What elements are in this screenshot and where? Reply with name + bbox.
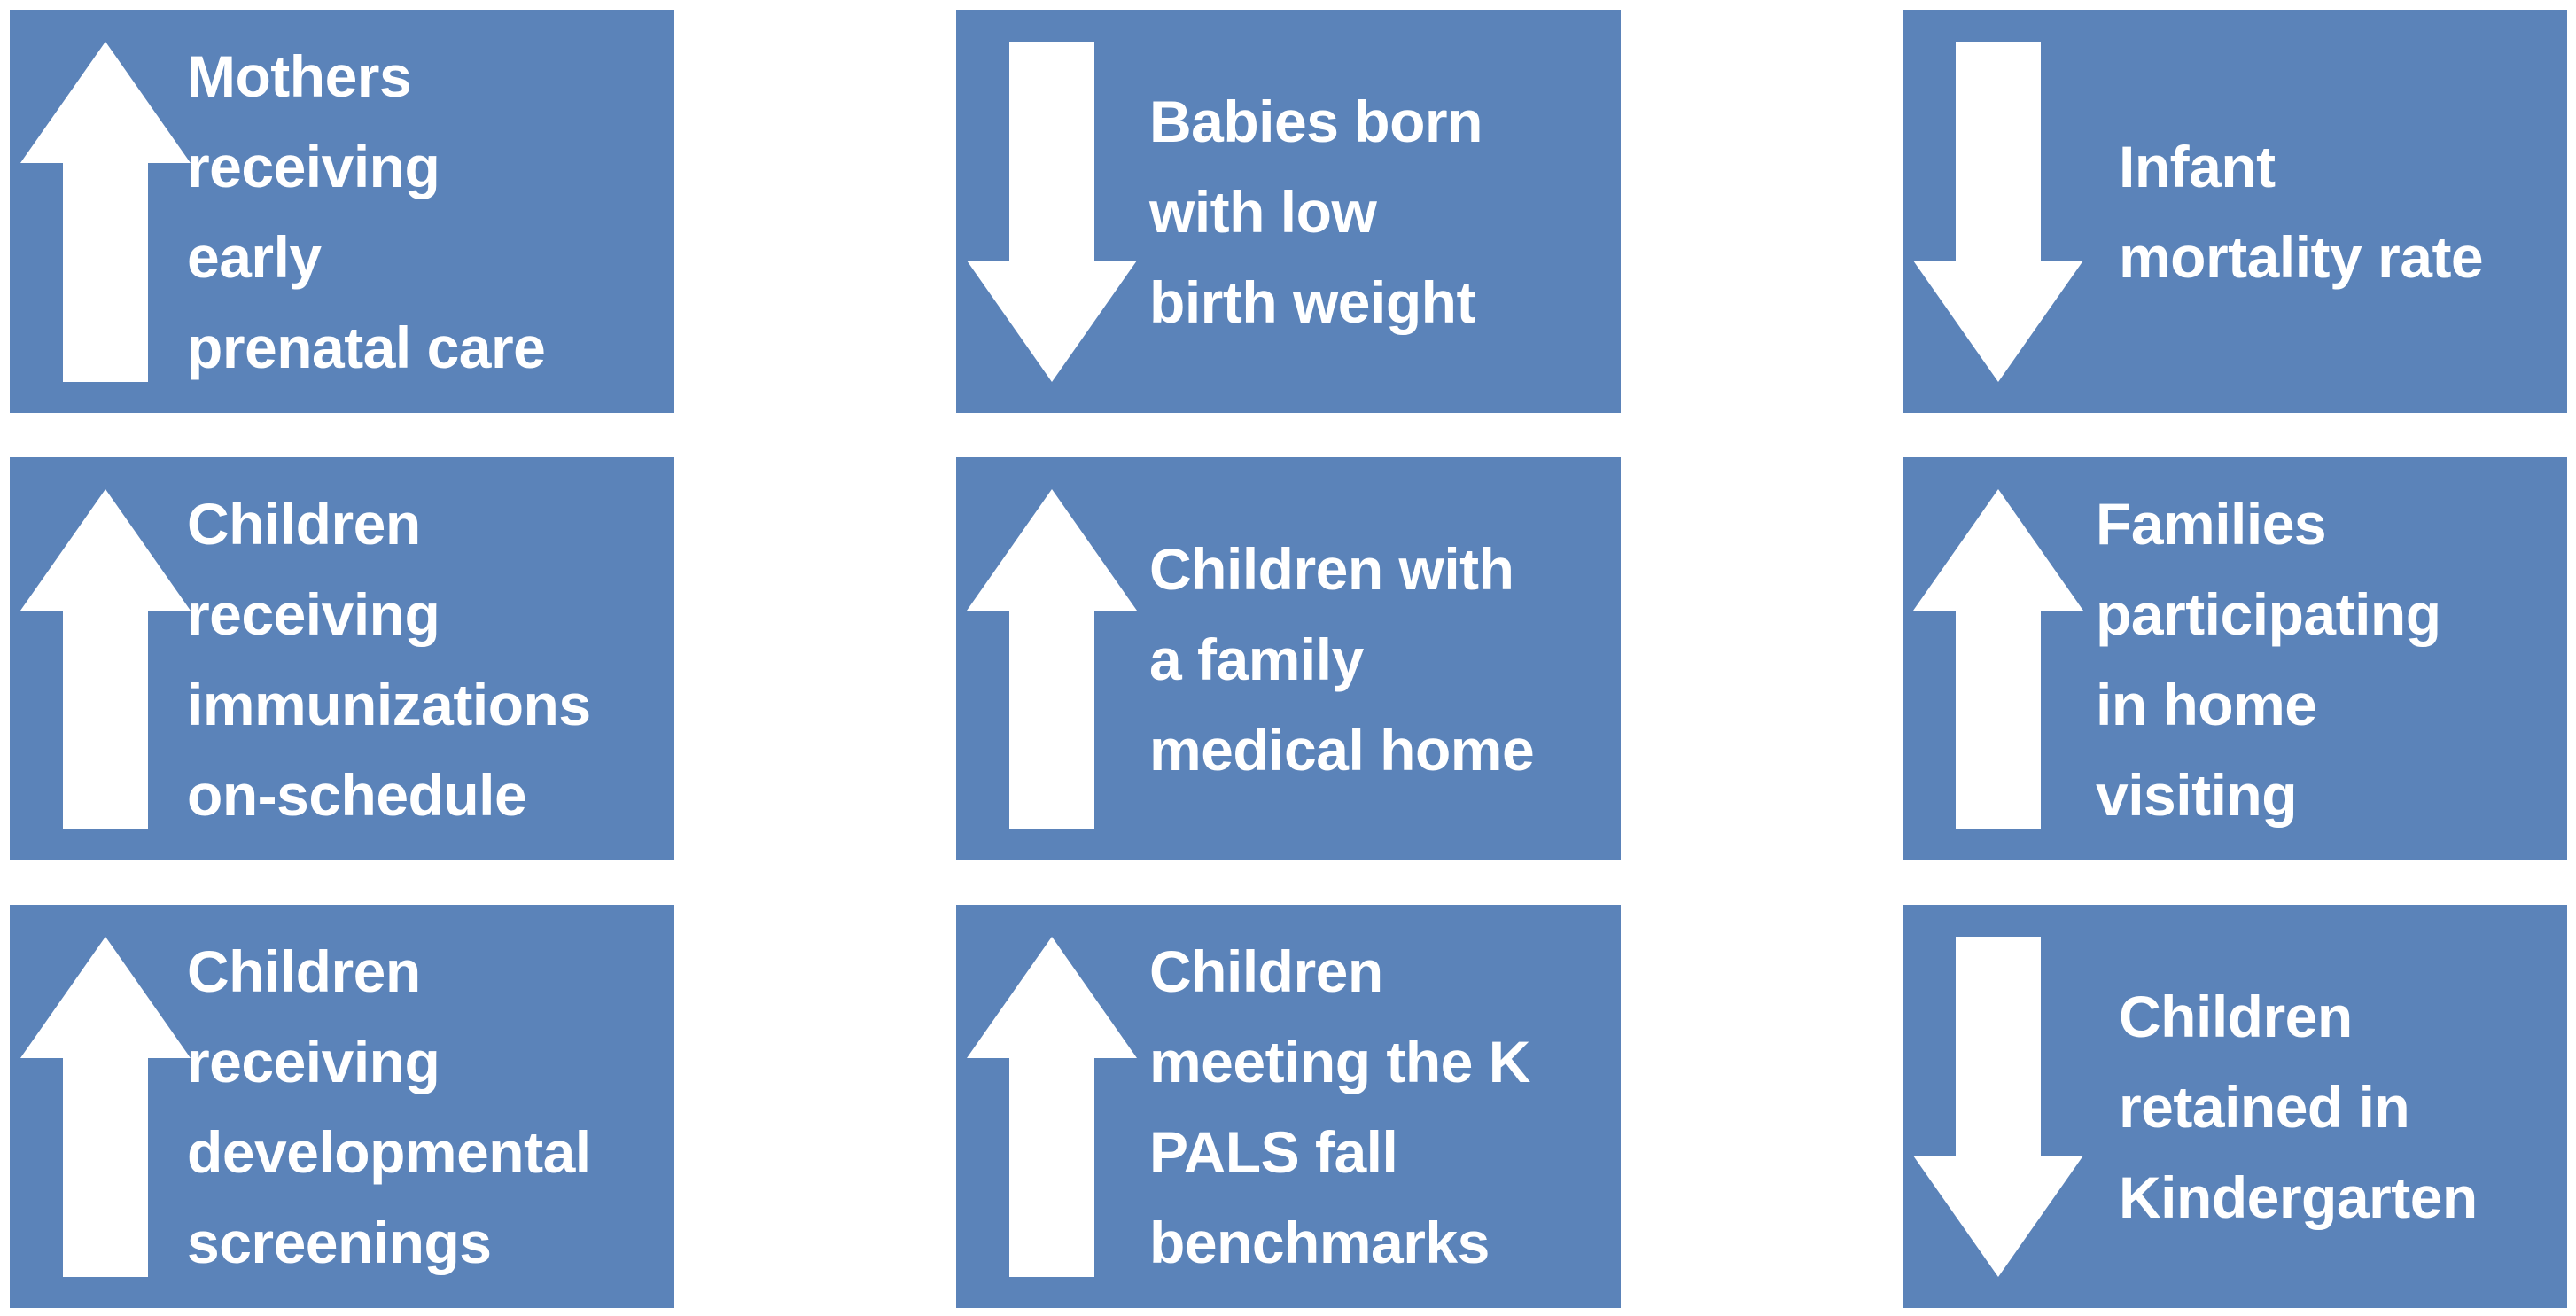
indicator-card-children-family-medical-home: Children with a family medical home (956, 457, 1621, 860)
arrow-up-icon (967, 936, 1137, 1277)
indicator-card-infant-mortality-rate: Infant mortality rate (1903, 10, 2567, 413)
indicator-card-children-immunizations-on-schedule: Children receiving immunizations on-sche… (10, 457, 674, 860)
indicator-card-label: Families participating in home visiting (2096, 490, 2441, 828)
arrow-up-icon (967, 488, 1137, 829)
indicator-card-label: Children retained in Kindergarten (2119, 983, 2478, 1230)
indicator-card-families-home-visiting: Families participating in home visiting (1903, 457, 2567, 860)
arrow-down-icon (1913, 41, 2083, 382)
card-grid: Mothers receiving early prenatal care Ba… (10, 10, 2567, 1308)
indicator-card-children-retained-kindergarten: Children retained in Kindergarten (1903, 905, 2567, 1308)
indicator-card-label: Mothers receiving early prenatal care (187, 43, 546, 380)
arrow-container (956, 905, 1137, 1308)
arrow-container (956, 457, 1137, 860)
arrow-container (956, 10, 1137, 413)
indicator-card-children-k-pals-fall-benchmarks: Children meeting the K PALS fall benchma… (956, 905, 1621, 1308)
arrow-down-icon (1913, 936, 2083, 1277)
arrow-container (1903, 905, 2083, 1308)
arrow-up-icon (20, 936, 191, 1277)
arrow-up-icon (20, 488, 191, 829)
arrow-up-icon (20, 41, 191, 382)
arrow-container (1903, 10, 2083, 413)
arrow-container (10, 905, 191, 1308)
indicator-card-label: Babies born with low birth weight (1149, 88, 1483, 335)
arrow-down-icon (967, 41, 1137, 382)
arrow-container (1903, 457, 2083, 860)
indicator-card-label: Children meeting the K PALS fall benchma… (1149, 938, 1530, 1275)
indicator-card-label: Children receiving immunizations on-sche… (187, 490, 591, 828)
indicator-card-label: Infant mortality rate (2119, 133, 2484, 290)
indicator-card-mothers-early-prenatal-care: Mothers receiving early prenatal care (10, 10, 674, 413)
indicator-card-label: Children with a family medical home (1149, 535, 1535, 783)
indicator-card-children-developmental-screenings: Children receiving developmental screeni… (10, 905, 674, 1308)
indicator-card-label: Children receiving developmental screeni… (187, 938, 591, 1275)
arrow-up-icon (1913, 488, 2083, 829)
indicator-card-babies-low-birth-weight: Babies born with low birth weight (956, 10, 1621, 413)
arrow-container (10, 457, 191, 860)
arrow-container (10, 10, 191, 413)
